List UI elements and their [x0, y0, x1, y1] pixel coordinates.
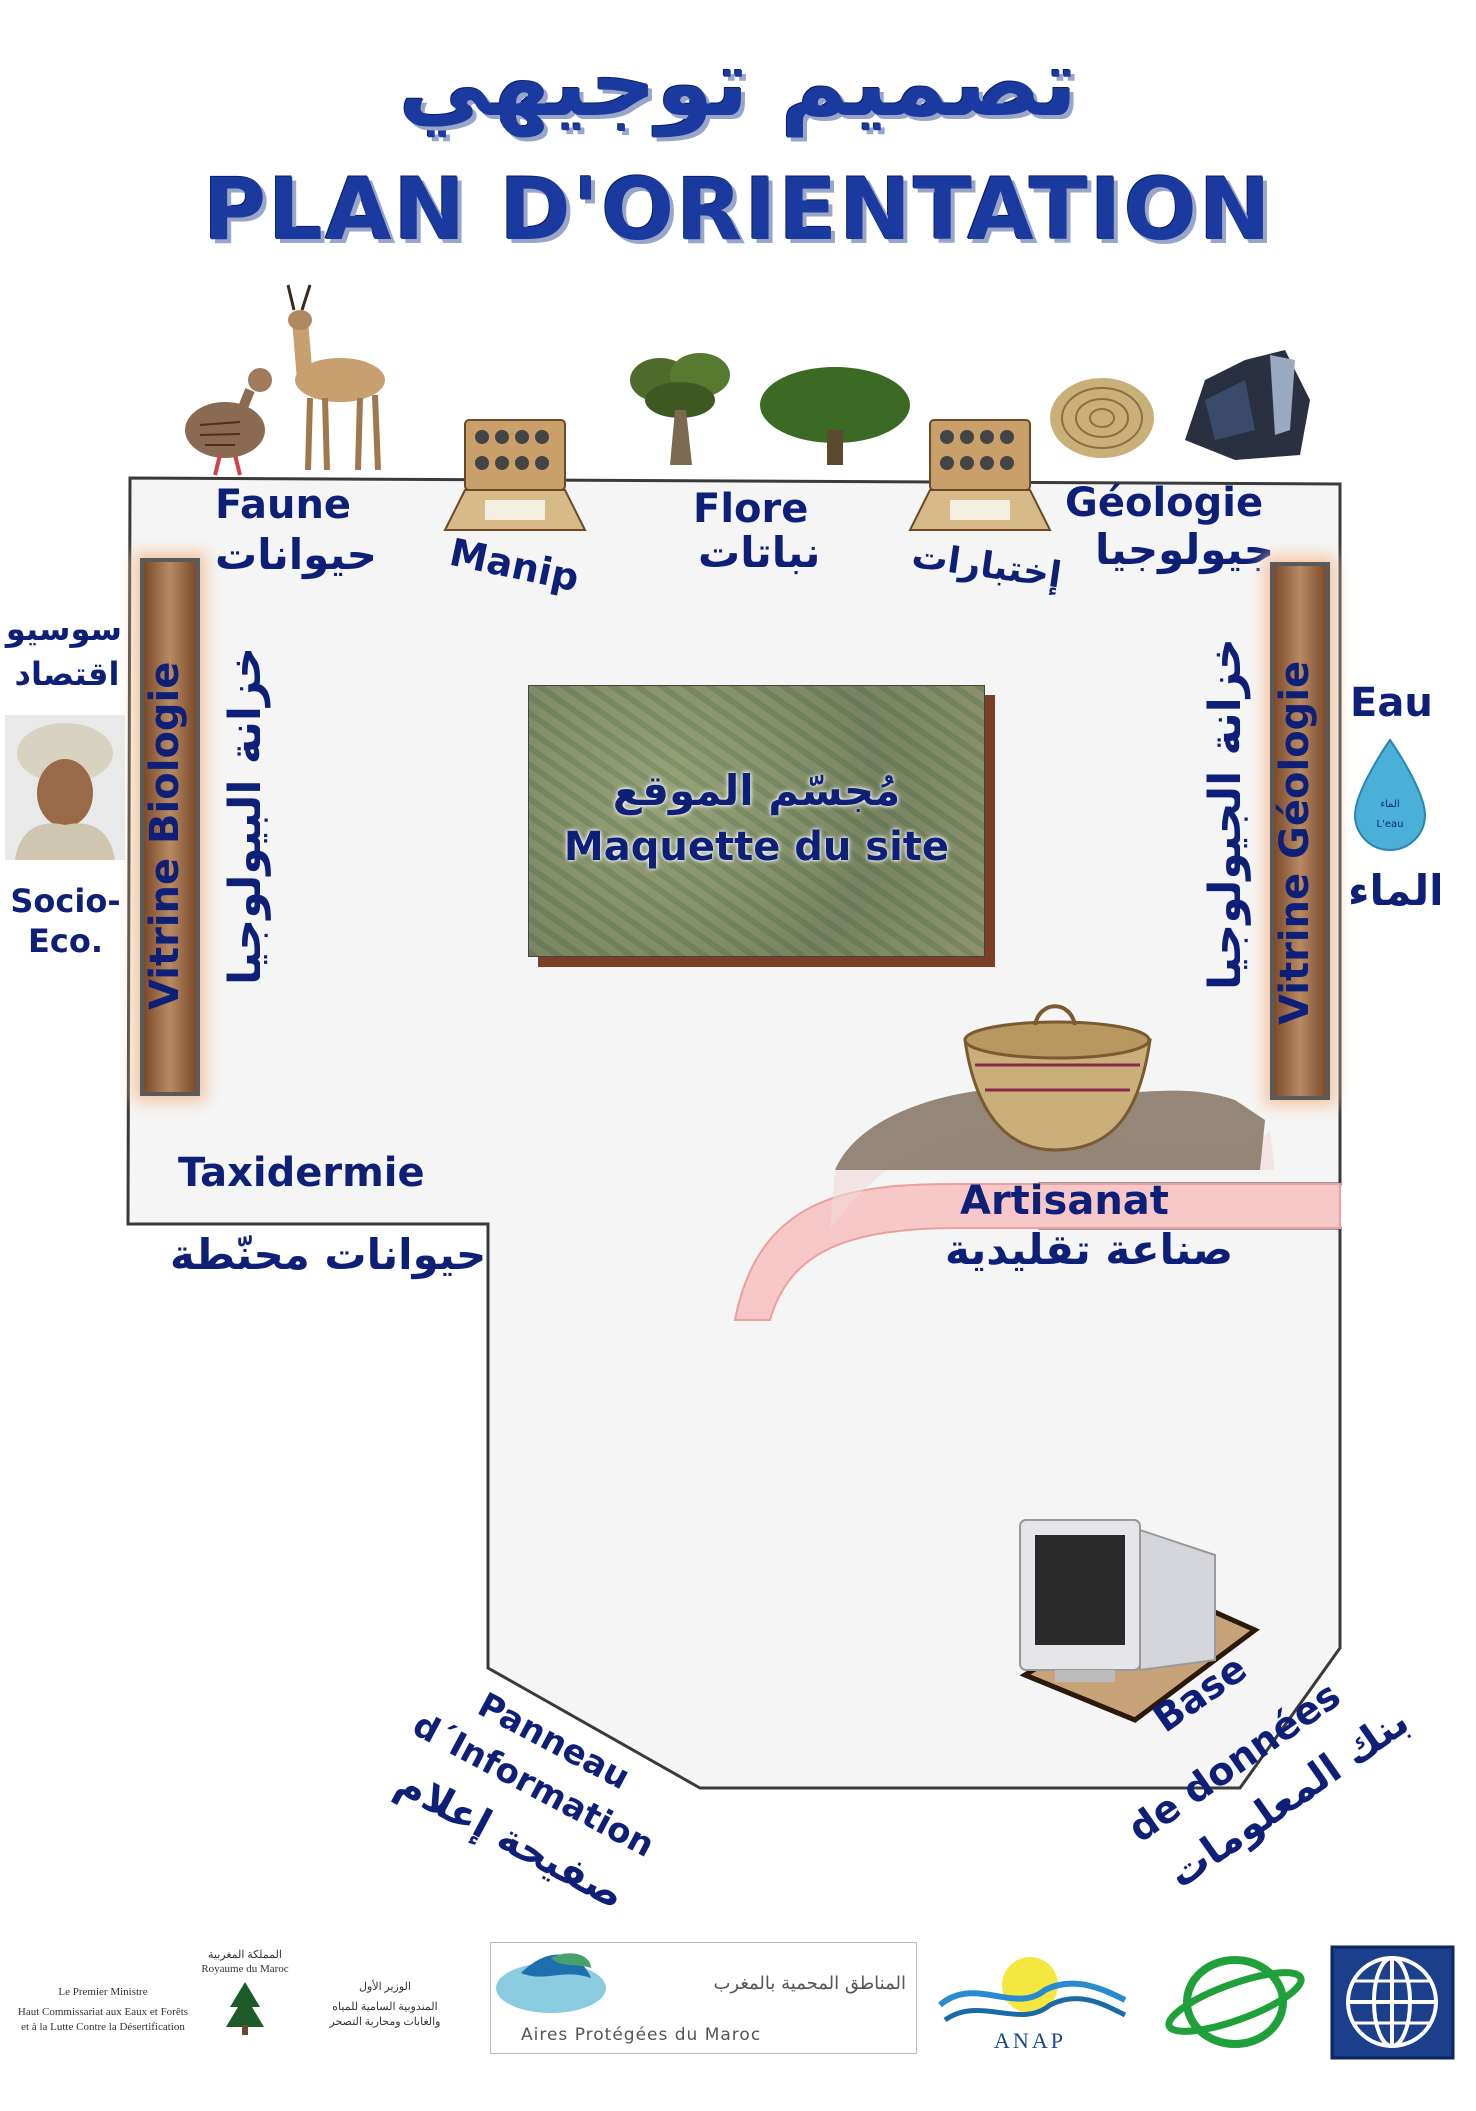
gef-globe-logo: [1165, 1956, 1305, 2048]
vitrine-geologie-label-ar: خزانة الجيولوجيا: [1200, 638, 1251, 990]
maquette-site-image: مُجسّم الموقع Maquette du site: [528, 685, 985, 957]
water-drop-fr: L'eau: [1377, 819, 1404, 830]
mineral-icon: [1185, 350, 1310, 460]
artisanat-label-ar: صناعة تقليدية: [945, 1225, 1234, 1274]
anap-text: ANAP: [994, 2028, 1066, 2053]
socio-label-ar1: سوسيو: [5, 610, 122, 648]
flore-label-ar: نباتات: [698, 528, 821, 577]
socio-label-ar2: اقتصاد: [14, 655, 120, 693]
vitrine-biologie-cabinet: [140, 558, 200, 1096]
basket-icon: [835, 1004, 1265, 1170]
cedar-emblem-icon: [226, 1981, 264, 2035]
eau-label-ar: الماء: [1348, 866, 1444, 915]
vitrine-geologie-label: Vitrine Géologie: [1272, 660, 1318, 1025]
geologie-label-fr: Géologie: [1065, 480, 1264, 526]
socio-label-fr2: Eco.: [28, 922, 103, 960]
maquette-label-fr: Maquette du site: [563, 824, 950, 870]
partridge-icon: [185, 368, 272, 476]
water-drop-ar: الماء: [1380, 799, 1399, 810]
vitrine-biologie-label-ar: خزانة البيولوجيا: [220, 646, 271, 985]
faune-label-fr: Faune: [215, 482, 352, 528]
vitrine-biologie-label: Vitrine Biologie: [142, 661, 188, 1010]
anap-logo: ANAP: [938, 1957, 1127, 2053]
geologie-label-ar: جيولوجيا: [1095, 525, 1275, 574]
hcefld-logo-ar: الوزير الأول المندوبية السامية للمياه وا…: [329, 1981, 441, 2028]
manip-display-icon-2: [908, 419, 1052, 531]
water-drop-icon: الماء L'eau: [1353, 738, 1427, 851]
flore-label-fr: Flore: [693, 486, 809, 532]
taxidermie-label-fr: Taxidermie: [178, 1150, 425, 1196]
manip-display-icon: [443, 419, 587, 531]
page-title-arabic: تصميم توجيهي: [398, 30, 1078, 137]
aires-protegees-logo: المناطق المحمية بالمغرب Aires Protégées …: [490, 1942, 917, 2054]
vitrine-geologie-cabinet: [1270, 562, 1330, 1100]
acacia-icon: [760, 367, 910, 465]
hcefld-logo-fr: Le Premier Ministre Haut Commissariat au…: [17, 1986, 189, 2033]
page-title-french: PLAN D'ORIENTATION: [203, 160, 1273, 260]
world-bank-logo: [1330, 1945, 1455, 2060]
artisanat-label-fr: Artisanat: [960, 1178, 1169, 1224]
portrait-icon: [5, 715, 125, 860]
tree-icon: [630, 353, 730, 465]
taxidermie-label-ar: حيوانات محنّطة: [170, 1230, 487, 1279]
computer-icon: [1019, 1519, 1260, 1723]
faune-label-ar: حيوانات: [215, 530, 377, 579]
artisanat-platform: [733, 1183, 1341, 1321]
fossil-icon: [1050, 378, 1154, 458]
maquette-label-ar: مُجسّم الموقع: [612, 766, 901, 815]
gazelle-icon: [286, 284, 385, 471]
eau-label-fr: Eau: [1350, 680, 1433, 726]
socio-label-fr1: Socio-: [10, 882, 121, 920]
aires-protegees-swoosh-icon: [496, 1953, 606, 2013]
royaume-logo: المملكة المغربية Royaume du Maroc: [190, 1948, 300, 2041]
